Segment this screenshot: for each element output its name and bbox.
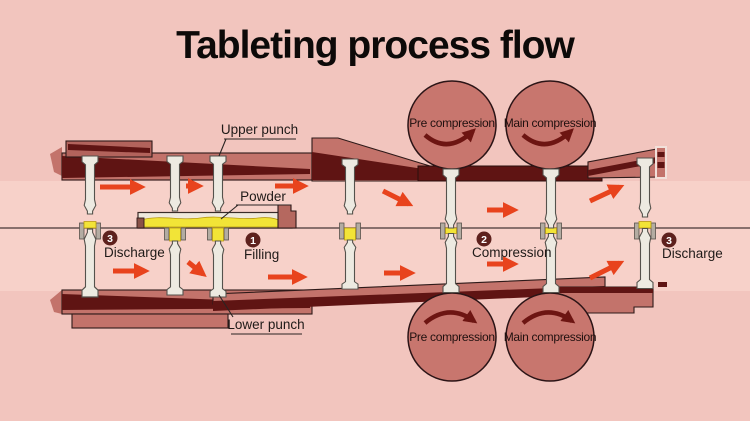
lower-corridor bbox=[0, 229, 750, 291]
rotation-arrow-icon bbox=[423, 310, 478, 325]
bottom-pre-compression-label: Pre compression bbox=[409, 330, 495, 344]
page-title: Tableting process flow bbox=[176, 24, 575, 67]
bottom-main-compression-label: Main compression bbox=[504, 330, 597, 344]
upper-punch-label: Upper punch bbox=[221, 122, 298, 137]
ejected-tablet bbox=[83, 221, 97, 229]
stage-discharge-right: 3 Discharge bbox=[661, 232, 723, 261]
rotation-arrow-icon bbox=[423, 128, 476, 147]
stage-labels: 3 Discharge 1 Filling 2 Compression 3 Di… bbox=[102, 230, 723, 262]
flow-arrow-icon bbox=[588, 260, 625, 281]
stage-label: Compression bbox=[472, 245, 552, 260]
stage-number: 3 bbox=[107, 233, 113, 245]
flow-arrows bbox=[100, 177, 625, 286]
powder-feeder bbox=[136, 204, 297, 229]
rollers: Pre compression Main compression Pre com… bbox=[407, 80, 597, 382]
top-main-compression-label: Main compression bbox=[504, 116, 597, 130]
dies-and-punches bbox=[79, 155, 656, 298]
stage-number-badge bbox=[102, 230, 118, 246]
lower-punch-label: Lower punch bbox=[227, 317, 304, 332]
stage-number: 2 bbox=[481, 234, 487, 246]
stage-number-badge bbox=[245, 232, 261, 248]
rotation-arrow-icon bbox=[521, 310, 576, 325]
stage-label: Discharge bbox=[104, 245, 165, 260]
stage-compression: 2 Compression bbox=[472, 231, 552, 260]
stage-number: 3 bbox=[666, 235, 672, 247]
part-labels: Upper punch Powder Lower punch bbox=[218, 122, 305, 335]
stage-number: 1 bbox=[250, 235, 256, 247]
stage-number-badge bbox=[476, 231, 492, 247]
stage-number-badge bbox=[661, 232, 677, 248]
stage-discharge-left: 3 Discharge bbox=[102, 230, 165, 260]
rotation-arrow-icon bbox=[521, 128, 574, 147]
flow-arrow-icon bbox=[381, 188, 414, 207]
powder-label: Powder bbox=[240, 189, 286, 204]
compressed-tablet bbox=[445, 227, 457, 234]
flow-arrow-icon bbox=[588, 184, 625, 204]
stage-label: Discharge bbox=[662, 246, 723, 261]
flow-arrow-icon bbox=[186, 260, 207, 277]
lower-cam-track bbox=[50, 276, 667, 329]
compressed-tablet bbox=[545, 227, 557, 234]
top-pre-compression-label: Pre compression bbox=[409, 116, 495, 130]
stage-filling: 1 Filling bbox=[244, 232, 279, 262]
stage-label: Filling bbox=[244, 247, 279, 262]
ejected-tablet bbox=[638, 221, 652, 229]
powder-fill bbox=[140, 216, 284, 228]
die-powder bbox=[344, 227, 356, 241]
die-powder bbox=[212, 227, 224, 242]
die-powder bbox=[169, 227, 181, 242]
